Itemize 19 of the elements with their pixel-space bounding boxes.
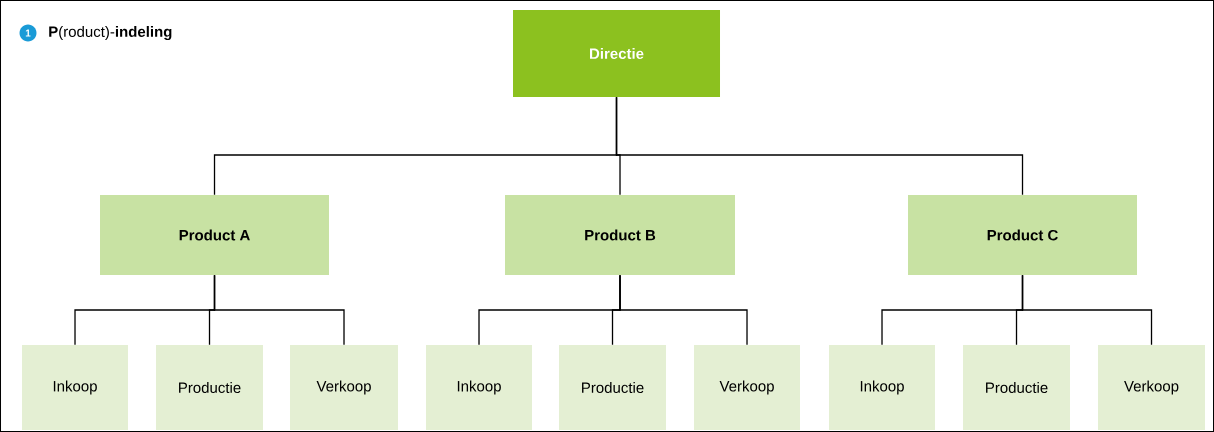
department-box: Verkoop [1098,345,1205,430]
connector [619,274,748,346]
department-box: Inkoop [829,345,935,430]
department-box: Inkoop [426,345,532,430]
connector [213,274,345,346]
department-box: Verkoop [694,345,800,430]
directie-box: Directie [513,10,720,97]
callout-number: 1 [19,24,37,42]
department-box: Productie [156,345,263,430]
title: P(roduct)-indeling [49,25,172,41]
product-box: Product C [908,195,1137,275]
product-box: Product B [505,195,735,275]
connector [615,96,1024,196]
product-box: Product A [100,195,329,275]
department-box: Productie [559,345,666,430]
department-box: Productie [963,345,1070,430]
connector [1021,274,1153,346]
department-box: Inkoop [22,345,128,430]
department-box: Verkoop [290,345,398,430]
